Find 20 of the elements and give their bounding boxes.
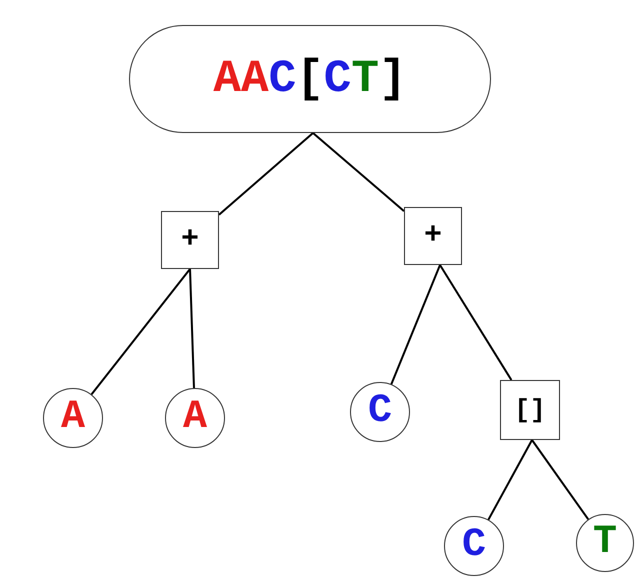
connector-line <box>218 132 314 216</box>
connector-line <box>439 264 512 381</box>
node-label: T <box>592 523 617 563</box>
node-label: C <box>368 392 392 432</box>
node-label: A <box>60 398 85 438</box>
connector-line <box>390 264 441 385</box>
node-label: C <box>462 526 486 566</box>
operator-box <box>500 380 560 440</box>
node-label: [] <box>514 397 546 423</box>
operator-box <box>161 211 219 269</box>
connector-line <box>531 439 590 520</box>
connector-line <box>488 440 533 520</box>
operator-box <box>404 207 462 265</box>
node-label: A <box>182 398 207 438</box>
node-label: AAC[CT] <box>213 56 407 102</box>
connector-line <box>312 132 405 212</box>
node-label: + <box>424 221 442 251</box>
connector-line <box>90 268 191 396</box>
node-label: + <box>180 225 199 255</box>
connector-line <box>189 268 195 388</box>
